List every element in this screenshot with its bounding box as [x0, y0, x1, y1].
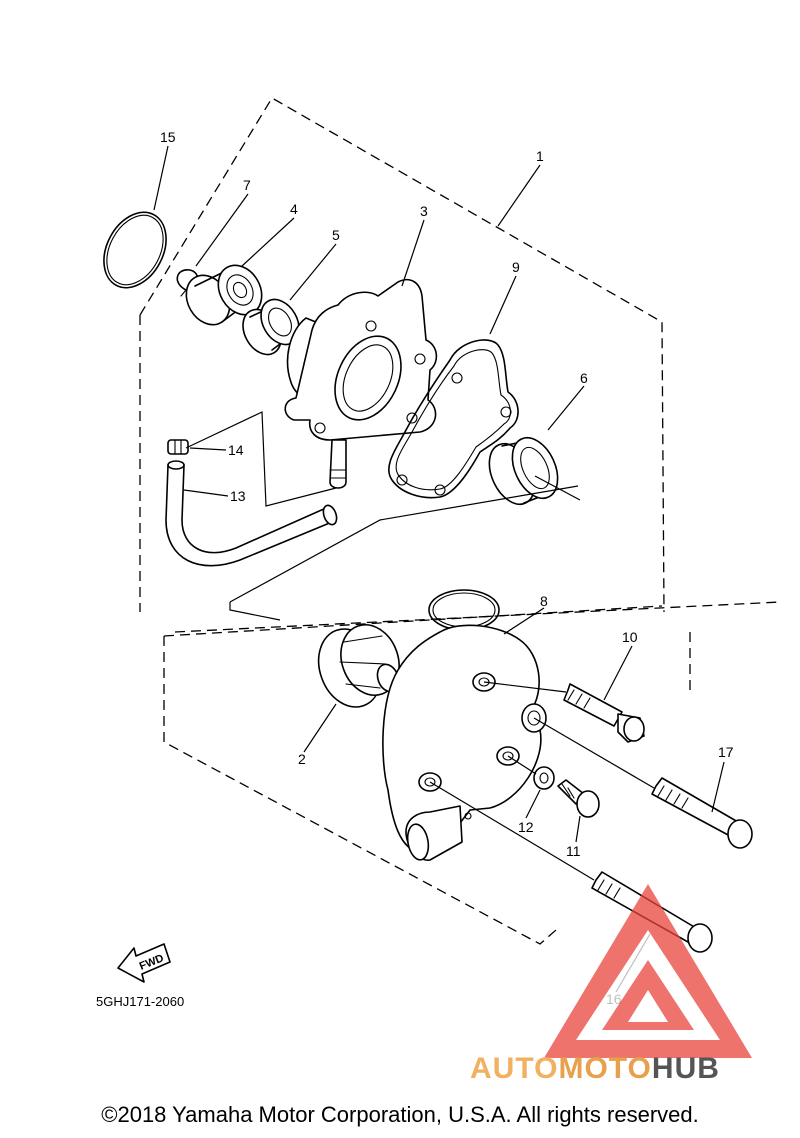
- callout-7: 7: [243, 177, 251, 193]
- callout-6: 6: [580, 370, 588, 386]
- brand-part-auto: AUTO: [470, 1052, 559, 1085]
- part-code: 5GHJ171-2060: [96, 994, 184, 1009]
- callout-5: 5: [332, 227, 340, 243]
- hose-clamp-14: [167, 439, 189, 455]
- callout-17: 17: [718, 744, 734, 760]
- callout-2: 2: [298, 751, 306, 767]
- lower-group-outline: [163, 605, 691, 945]
- washer-12: [533, 766, 555, 790]
- midline-dash: [174, 601, 781, 633]
- callout-14: 14: [228, 442, 244, 458]
- gasket-9: [388, 339, 519, 499]
- o-ring-15: [103, 211, 167, 289]
- o-ring-8: [428, 589, 500, 631]
- brand-part-moto: MOTO: [558, 1052, 652, 1085]
- bolt-17: [651, 777, 753, 849]
- callout-12: 12: [518, 819, 534, 835]
- callout-15: 15: [160, 129, 176, 145]
- hose-13: [165, 460, 338, 567]
- callout-3: 3: [420, 203, 428, 219]
- watermark-brand: AUTOMOTOHUB: [470, 1052, 720, 1086]
- oil-seal-5: [242, 298, 300, 356]
- impeller-2: [317, 624, 400, 708]
- callout-11: 11: [566, 843, 581, 859]
- callout-10: 10: [622, 629, 638, 645]
- fwd-arrow-icon: FWD: [117, 943, 171, 983]
- callout-13: 13: [230, 488, 246, 504]
- pump-housing-3: [284, 278, 438, 489]
- callout-4: 4: [290, 201, 298, 217]
- seal-6: [488, 436, 559, 506]
- pump-body: [382, 624, 542, 861]
- brand-part-hub: HUB: [651, 1052, 720, 1085]
- bolt-11: [557, 779, 600, 818]
- automotohub-logo-icon: [544, 884, 752, 1058]
- bolt-10: [563, 683, 645, 743]
- callout-1: 1: [536, 148, 544, 164]
- copyright-notice: ©2018 Yamaha Motor Corporation, U.S.A. A…: [101, 1102, 699, 1127]
- upper-group-outline: [139, 97, 665, 613]
- callout-8: 8: [540, 593, 548, 609]
- callout-9: 9: [512, 259, 520, 275]
